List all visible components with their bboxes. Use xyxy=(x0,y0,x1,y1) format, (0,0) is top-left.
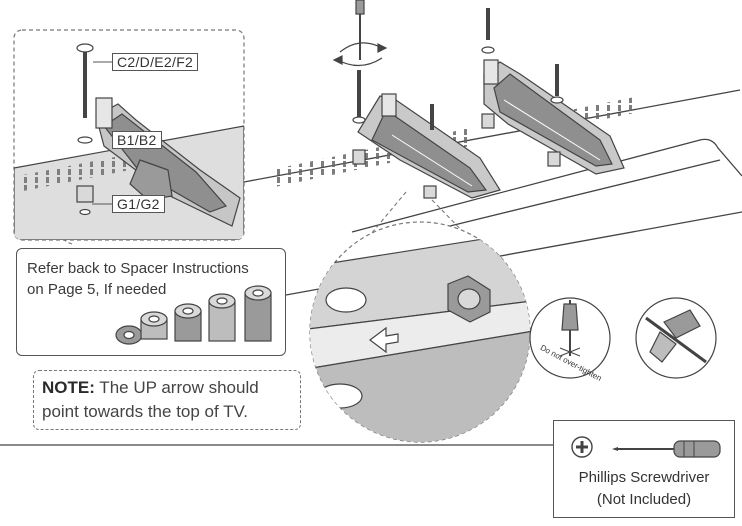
mount-bracket-left xyxy=(357,93,501,199)
note-box: NOTE: The UP arrow should point towards … xyxy=(33,370,301,430)
no-power-drill-icon xyxy=(635,297,717,379)
spacer-instruction-box: Refer back to Spacer Instructions on Pag… xyxy=(16,248,286,356)
note-line-1: NOTE: The UP arrow should xyxy=(42,376,259,400)
callout-spacer-label: G1/G2 xyxy=(112,195,165,213)
callout-screw-label: C2/D/E2/F2 xyxy=(112,53,199,71)
mount-screws xyxy=(352,8,564,199)
screwdriver-top xyxy=(332,0,388,67)
do-not-overtighten-icon xyxy=(529,297,611,379)
tool-status: (Not Included) xyxy=(596,491,692,508)
callout-bracket-label: B1/B2 xyxy=(112,131,162,149)
mount-bracket-right xyxy=(483,59,625,175)
tool-required-box: Phillips Screwdriver (Not Included) xyxy=(553,420,735,518)
magnified-detail xyxy=(309,221,531,443)
note-label: NOTE: xyxy=(42,378,95,397)
phillips-screwdriver-icon xyxy=(571,436,721,458)
note-line-2: point towards the top of TV. xyxy=(42,402,249,421)
tool-name: Phillips Screwdriver xyxy=(578,469,710,486)
warning-text: Do not over-tighten xyxy=(539,343,603,383)
spacer-instruction-text: Refer back to Spacer Instructions on Pag… xyxy=(27,260,249,298)
spacer-illustrations xyxy=(115,285,272,345)
note-line-1-text: The UP arrow should xyxy=(94,378,259,397)
